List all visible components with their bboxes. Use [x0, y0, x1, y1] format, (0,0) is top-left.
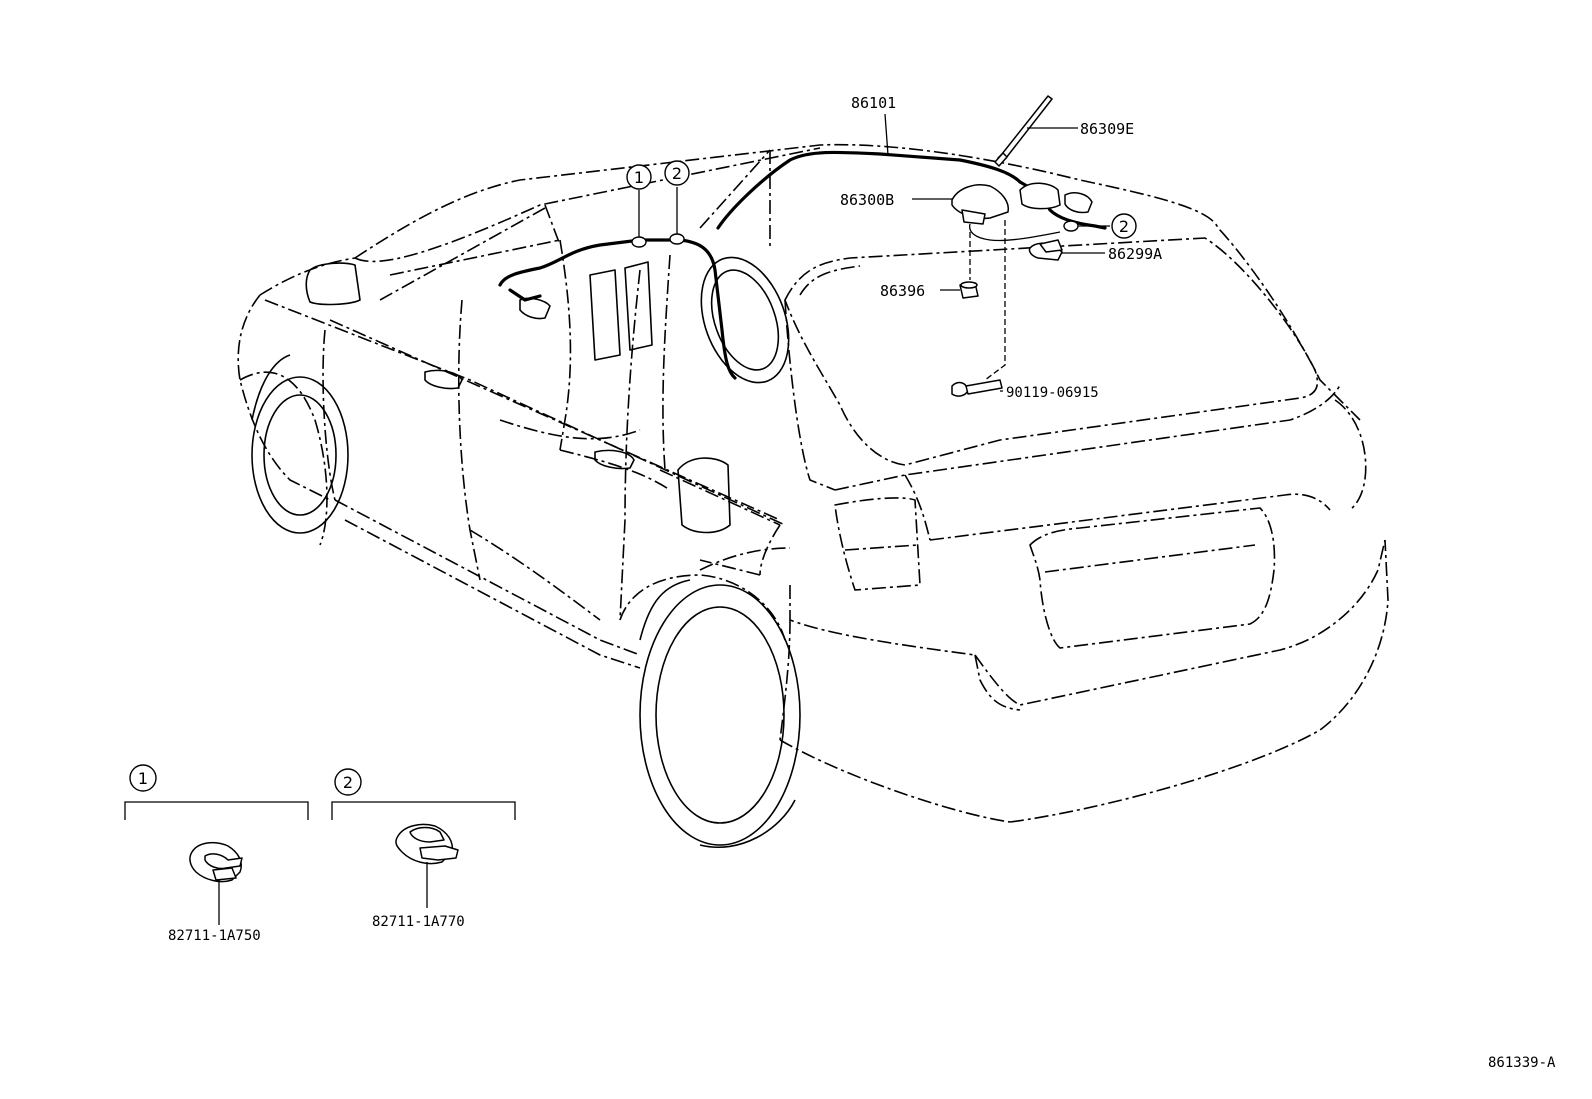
svg-text:2: 2 — [1119, 217, 1129, 236]
antenna-cable-86101 — [498, 150, 1107, 380]
svg-text:1: 1 — [634, 168, 644, 187]
label-86309E: 86309E — [1080, 120, 1134, 138]
detail-box-2: 2 82711-1A770 — [331, 768, 516, 930]
detail-box-1-callout: 1 — [138, 769, 148, 788]
vehicle-solid-details — [251, 256, 801, 849]
vehicle-callouts: 1 2 2 — [626, 160, 1137, 239]
cable-clip-markers — [631, 220, 1079, 248]
detail-box-2-callout: 2 — [343, 773, 353, 792]
bolt-icon — [951, 381, 969, 397]
part-labels: 86101 86309E 86300B 86299A 86396 90119-0… — [840, 94, 1162, 401]
label-90119-06915: 90119-06915 — [1006, 385, 1099, 401]
label-86101: 86101 — [851, 94, 896, 112]
leader-lines — [638, 113, 1110, 392]
detail-box-1-part-no: 82711-1A750 — [168, 928, 261, 944]
vehicle-outline — [237, 143, 1389, 823]
label-86299A: 86299A — [1108, 245, 1162, 263]
rod-antenna-icon — [997, 95, 1053, 159]
label-86300B: 86300B — [840, 191, 894, 209]
callout-2-hatch: 2 — [1111, 213, 1137, 239]
svg-text:2: 2 — [672, 164, 682, 183]
callout-1-windshield: 1 — [626, 164, 652, 190]
detail-box-2-part-no: 82711-1A770 — [372, 914, 465, 930]
label-86396: 86396 — [880, 282, 925, 300]
antenna-parts — [951, 95, 1093, 397]
diagram-id: 861339-A — [1488, 1055, 1556, 1071]
callout-2-windshield: 2 — [664, 160, 690, 186]
detail-box-1: 1 82711-1A750 — [124, 764, 309, 944]
